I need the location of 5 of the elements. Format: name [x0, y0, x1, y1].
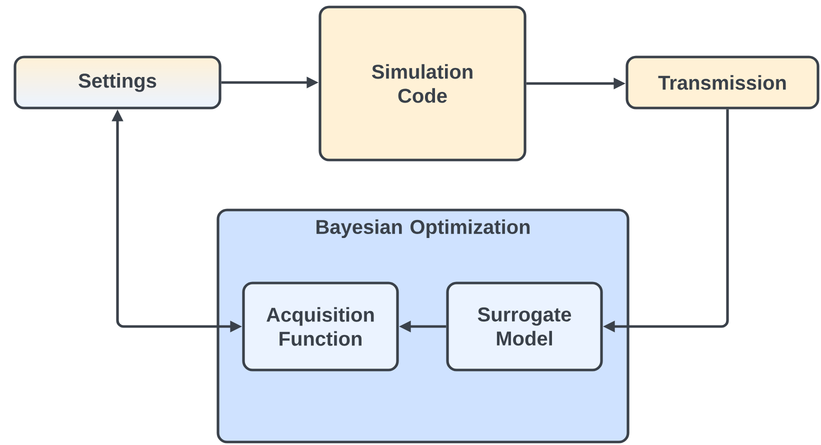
process-box: Acquisition Function	[242, 282, 399, 372]
process-box: Surrogate Model	[446, 282, 603, 372]
process-box: Simulation Code	[318, 6, 526, 162]
process-box: Settings	[14, 56, 222, 110]
process-box: Transmission	[626, 56, 820, 110]
